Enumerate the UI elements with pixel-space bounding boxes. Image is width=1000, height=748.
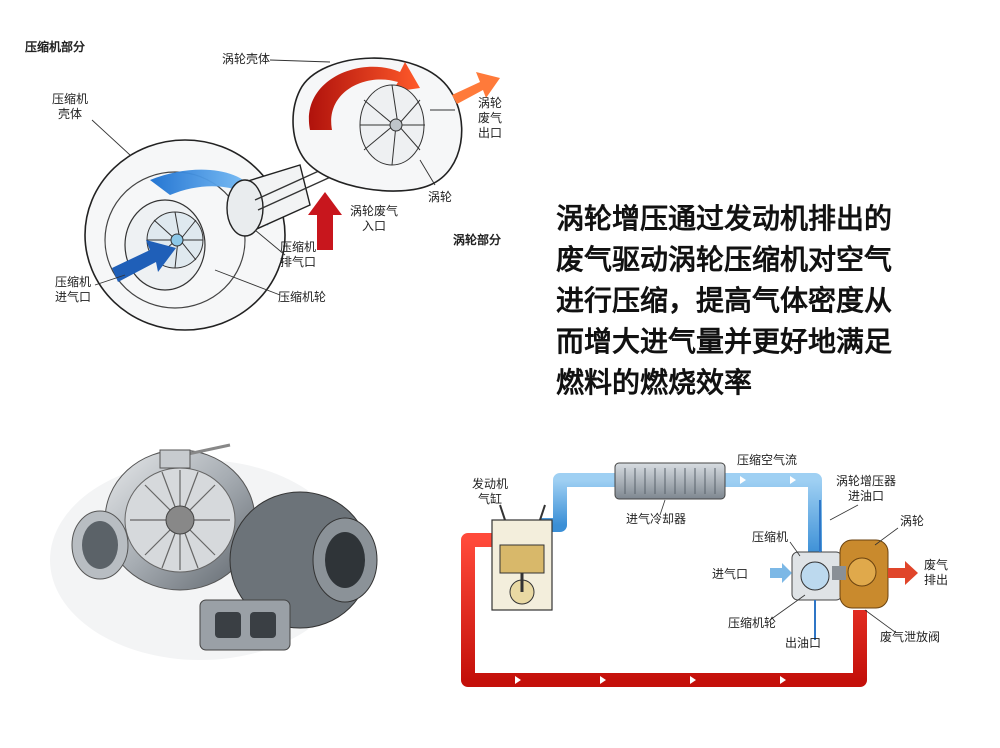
exhaust-out-arrow <box>888 561 918 585</box>
air-in-arrow <box>770 563 792 583</box>
label-air-inlet: 进气口 <box>712 567 749 581</box>
intercooler-shape <box>614 462 726 500</box>
label-turbine-wheel: 涡轮 <box>428 190 453 204</box>
label-compressor-housing: 压缩机 壳体 <box>52 92 89 121</box>
label-oil-outlet: 出油口 <box>785 636 822 650</box>
label-turbine-housing: 涡轮壳体 <box>222 52 271 66</box>
section-label-compressor: 压缩机部分 <box>25 40 86 54</box>
label-compressor: 压缩机 <box>752 530 789 544</box>
section-label-turbine: 涡轮部分 <box>453 233 502 247</box>
turbocharger-render <box>50 443 378 660</box>
air-pipe <box>540 473 620 532</box>
compressor-inlet-arrow <box>112 240 176 282</box>
headline-text: 涡轮增压通过发动机排出的 废气驱动涡轮压缩机对空气 进行压缩，提高气体密度从 而… <box>556 202 893 399</box>
flow-schematic <box>461 462 918 687</box>
label-compressor-inlet: 压缩机 进气口 <box>55 275 92 304</box>
exhaust-outlet-arrow <box>452 72 500 104</box>
label-engine-cylinder: 发动机 气缸 <box>472 477 509 506</box>
label-turbine: 涡轮 <box>900 514 925 528</box>
turbo-unit-shape <box>791 539 889 609</box>
turbine-wheel-shape <box>359 84 425 166</box>
label-wastegate: 废气泄放阀 <box>880 630 941 644</box>
label-compressed-air-flow: 压缩空气流 <box>737 453 798 467</box>
engine-cylinder-shape <box>491 504 553 611</box>
label-compressor-discharge: 压缩机 排气口 <box>280 240 317 269</box>
flow-direction-marks <box>480 476 796 684</box>
label-intercooler: 进气冷却器 <box>626 512 687 526</box>
cutaway-turbocharger <box>84 57 500 331</box>
turbine-exhaust-swirl <box>308 62 420 130</box>
label-turbo-oil-inlet: 涡轮增压器 进油口 <box>836 474 897 503</box>
label-exhaust-out: 废气 排出 <box>924 558 949 587</box>
label-compressor-wheel: 压缩机轮 <box>278 290 327 304</box>
label-turbine-exhaust-outlet: 涡轮 废气 出口 <box>478 96 503 140</box>
exhaust-inlet-arrow <box>308 192 342 250</box>
label-compressor-wheel-bottom: 压缩机轮 <box>728 616 777 630</box>
label-turbine-exhaust-inlet: 涡轮废气 入口 <box>350 204 399 233</box>
exhaust-pipe <box>461 533 867 687</box>
